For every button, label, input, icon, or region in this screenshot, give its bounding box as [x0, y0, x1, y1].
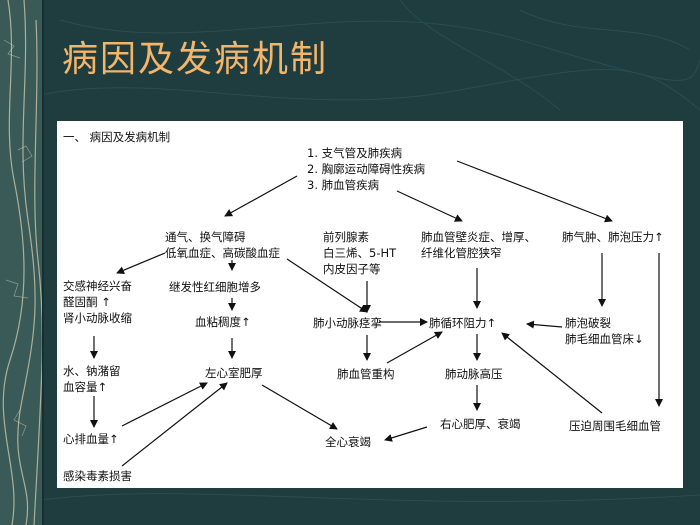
- arrow-alveolar-to-resistance: [526, 320, 563, 329]
- heart-failure-node: 全心衰竭: [325, 435, 371, 449]
- emphysema-node: 肺气肿、肺泡压力↑: [562, 230, 664, 244]
- sympathetic-line-2: 醛固酮 ↑: [63, 295, 111, 309]
- ventilation-line-1: 通气、换气障碍: [165, 230, 246, 244]
- infection-node: 感染毒素损害: [63, 469, 132, 483]
- vascular-inflammation-node: 肺血管壁炎症、增厚、 纤维化管腔狭窄: [421, 229, 536, 261]
- cause-3: 3. 肺血管疾病: [307, 178, 380, 192]
- sympathetic-line-1: 交感神经兴奋: [63, 279, 132, 293]
- diagram-arrows: [90, 160, 663, 467]
- diagram-heading: 一、 病因及发病机制: [63, 130, 171, 144]
- sympathetic-node: 交感神经兴奋 醛固酮 ↑ 肾小动脉收缩: [63, 278, 132, 326]
- cause-1: 1. 支气管及肺疾病: [307, 146, 403, 160]
- erythrocytosis-node: 继发性红细胞增多: [169, 280, 261, 294]
- slide-title: 病因及发病机制: [62, 39, 329, 80]
- mediators-line-1: 前列腺素: [323, 230, 369, 244]
- fluid-retention-node: 水、钠潴留 血容量↑: [63, 363, 121, 395]
- rv-failure-node: 右心肥厚、衰竭: [440, 417, 521, 431]
- arrow-causes-to-emphysema: [456, 160, 613, 223]
- fluid-line-1: 水、钠潴留: [63, 364, 121, 378]
- mediators-line-3: 内皮因子等: [323, 262, 381, 276]
- cardiac-output-node: 心排血量↑: [63, 432, 119, 446]
- arrow-output-to-lv: [121, 382, 208, 427]
- arrow-infection-to-lv: [121, 382, 228, 467]
- causes-box: 1. 支气管及肺疾病 2. 胸廓运动障碍性疾病 3. 肺血管疾病: [307, 145, 425, 193]
- vascular-line-2: 纤维化管腔狭窄: [421, 246, 502, 260]
- arteriolar-spasm-node: 肺小动脉痉挛: [313, 316, 382, 330]
- sympathetic-line-3: 肾小动脉收缩: [63, 311, 132, 325]
- alveolar-line-1: 肺泡破裂: [565, 316, 611, 330]
- ventilation-node: 通气、换气障碍 低氧血症、高碳酸血症: [165, 229, 280, 261]
- alveolar-rupture-node: 肺泡破裂 肺毛细血管床↓: [565, 315, 644, 347]
- arrow-causes-to-ventilation: [224, 175, 298, 217]
- blood-viscosity-node: 血粘稠度↑: [195, 315, 251, 329]
- arrow-remodeling-to-resistance: [386, 331, 443, 364]
- arrow-causes-to-vascular: [396, 190, 463, 222]
- arrow-ventilation-to-arteriolar: [286, 258, 368, 313]
- pulmonary-resistance-node: 肺循环阻力↑: [429, 316, 497, 330]
- cause-2: 2. 胸廓运动障碍性疾病: [307, 162, 426, 176]
- mediators-node: 前列腺素 白三烯、5-HT 内皮因子等: [323, 229, 396, 277]
- mediators-line-2: 白三烯、5-HT: [323, 246, 397, 260]
- lv-hypertrophy-node: 左心室肥厚: [205, 366, 263, 380]
- arrow-ventilation-to-sympathetic: [116, 252, 166, 274]
- arrow-rv-to-heart-failure: [384, 426, 428, 442]
- fluid-line-2: 血容量↑: [63, 380, 108, 394]
- ventilation-line-2: 低氧血症、高碳酸血症: [165, 246, 280, 260]
- vascular-line-1: 肺血管壁炎症、增厚、: [421, 230, 536, 244]
- arrow-compression-to-resistance: [501, 332, 603, 414]
- capillary-compression-node: 压迫周围毛细血管: [569, 419, 661, 433]
- alveolar-line-2: 肺毛细血管床↓: [565, 332, 644, 346]
- arrow-lv-to-heart-failure: [261, 384, 338, 430]
- vascular-remodeling-node: 肺血管重构: [337, 367, 395, 381]
- pathogenesis-diagram: 一、 病因及发病机制 1. 支气管及肺疾病 2. 胸廓运动障碍性疾病 3. 肺血…: [57, 121, 683, 488]
- pulmonary-hypertension-node: 肺动脉高压: [445, 367, 503, 381]
